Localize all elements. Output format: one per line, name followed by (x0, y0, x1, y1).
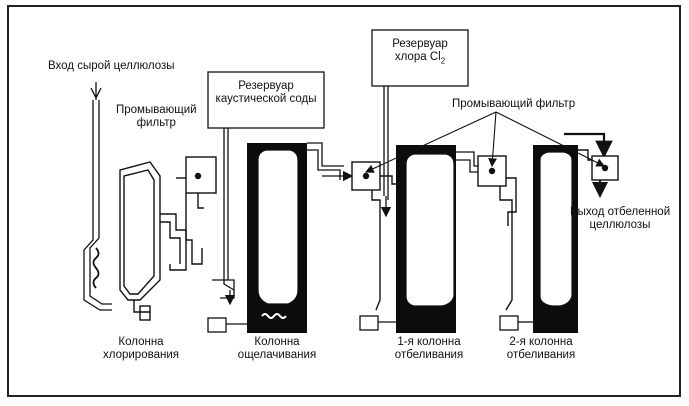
alkali-to-mixer-pipe (307, 142, 354, 182)
wash-filter-2-box (477, 155, 517, 311)
mixer-box-1 (351, 161, 400, 311)
chlorine-tank-line1: Резервуар (392, 38, 448, 50)
alkali-column (207, 143, 307, 333)
bleach-column-1 (359, 145, 456, 333)
chlorine-tank-line2: хлора Cl2 (372, 51, 468, 67)
chlorine-feed (371, 29, 469, 218)
outer-frame (7, 5, 681, 397)
caustic-tank-box (207, 71, 325, 129)
bleach-column-2-label: 2-я колонна отбеливания (506, 336, 576, 361)
column1-to-filter-pipe (456, 151, 478, 173)
chlorine-tank-label: Резервуар хлора Cl2 (372, 38, 468, 67)
raw-pulp-inlet-label: Вход сырой целлюлозы (48, 60, 175, 72)
wash-filter-1-label: Промывающий фильтр (116, 104, 197, 129)
caustic-tank-label: Резервуар каустической соды (215, 80, 317, 105)
alkali-column-label: Колонна ощелачивания (237, 336, 317, 361)
chlorine-subscript: 2 (440, 56, 446, 66)
outlet-box (564, 132, 619, 198)
bleach-column-2 (499, 145, 578, 333)
wash-filter-1 (176, 156, 217, 265)
chlorination-column-label: Колонна хлорирования (103, 336, 179, 361)
chlorination-column (119, 161, 187, 321)
chlorine-tank-box (371, 29, 469, 87)
bleach-column-1-label: 1-я колонна отбеливания (394, 336, 464, 361)
wash-filter-2-label: Промывающий фильтр (452, 98, 576, 110)
chlorine-tank-line2-text: хлора Cl (394, 51, 441, 63)
raw-pulp-inlet-pipe (83, 82, 112, 311)
caustic-feed (207, 71, 325, 306)
bleached-outlet-label: Выход отбеленной целлюлозы (570, 206, 671, 231)
wash-filter-2-leaders (365, 111, 605, 173)
